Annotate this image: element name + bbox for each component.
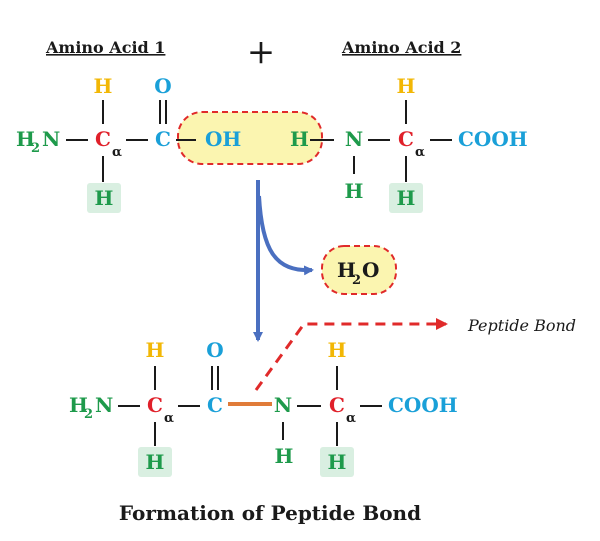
water-highlight	[321, 245, 397, 295]
p-alpha-1: α	[164, 411, 174, 426]
r1-h-top: H	[94, 74, 113, 98]
r1-n: N	[42, 127, 60, 151]
amino-acid-2-structure: H N H C α COOH H H	[290, 74, 528, 213]
r2-cooh: COOH	[458, 127, 528, 151]
p-c-alpha-2: C	[329, 393, 345, 417]
p-h2-h: H	[69, 393, 88, 417]
r1-alpha: α	[112, 145, 122, 160]
p-c-alpha-1: C	[147, 393, 163, 417]
p-o-top: O	[206, 338, 223, 362]
p-cooh: COOH	[388, 393, 458, 417]
peptide-bond-pointer	[254, 318, 448, 391]
r1-h-bottom: H	[95, 186, 114, 210]
p-h-top-1: H	[146, 338, 165, 362]
p-h-under-n: H	[275, 444, 294, 468]
r2-h-bottom: H	[397, 186, 416, 210]
p-h2-subscript: 2	[84, 407, 93, 422]
p-n2: N	[274, 393, 292, 417]
plus-sign: +	[247, 32, 276, 72]
r2-alpha: α	[415, 145, 425, 160]
r2-h-under-n: H	[345, 179, 364, 203]
r2-h-top: H	[397, 74, 416, 98]
amino-acid-2-header: Amino Acid 2	[341, 38, 461, 57]
r2-h-left: H	[290, 127, 309, 151]
water-h: H	[337, 258, 356, 282]
water-molecule: H 2 O	[337, 258, 379, 288]
water-release-arrow	[257, 195, 314, 276]
p-h-top-2: H	[328, 338, 347, 362]
p-alpha-2: α	[346, 411, 356, 426]
r1-oh: OH	[205, 127, 241, 151]
amino-acid-1-header: Amino Acid 1	[45, 38, 165, 57]
r2-n: N	[345, 127, 363, 151]
r1-h2-subscript: 2	[31, 141, 40, 156]
diagram-title: Formation of Peptide Bond	[119, 501, 421, 525]
r2-h-bottom-box	[389, 183, 423, 213]
p-h-bottom-1: H	[146, 450, 165, 474]
r1-c-carbonyl: C	[155, 127, 171, 151]
dipeptide-structure: H O H H 2 N C α C N C α COOH H H H	[69, 338, 458, 477]
p-n1: N	[95, 393, 113, 417]
water-removal-highlight	[177, 111, 323, 165]
r1-h-bottom-box	[87, 183, 121, 213]
p-h-bottom-2: H	[328, 450, 347, 474]
r1-h2-h: H	[16, 127, 35, 151]
p-h-bottom-1-box	[138, 447, 172, 477]
r1-o-top: O	[154, 74, 171, 98]
water-o: O	[362, 258, 379, 282]
amino-acid-1-structure: H O H 2 N C α C OH H	[16, 74, 241, 213]
r1-c-alpha: C	[95, 127, 111, 151]
water-subscript: 2	[352, 273, 361, 288]
p-c-carbonyl: C	[207, 393, 223, 417]
peptide-bond-label: Peptide Bond	[467, 316, 576, 335]
r2-c-alpha: C	[398, 127, 414, 151]
p-h-bottom-2-box	[320, 447, 354, 477]
